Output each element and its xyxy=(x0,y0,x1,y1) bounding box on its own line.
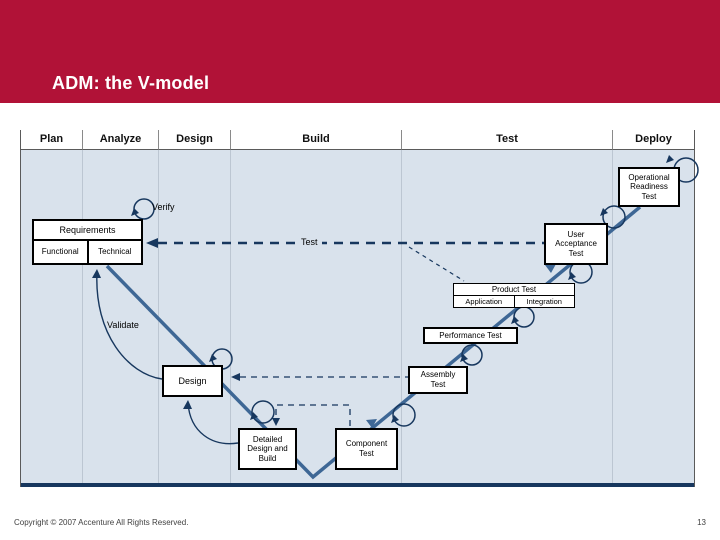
title-band: ADM: the V-model xyxy=(0,0,720,103)
validate-curve-arrow xyxy=(92,269,163,380)
column-bg-plan xyxy=(21,150,83,483)
requirements-box: Requirements Functional Technical xyxy=(32,219,143,265)
performance-test-box: Performance Test xyxy=(423,327,518,344)
product-test-cells: Application Integration xyxy=(454,295,574,307)
column-header-test: Test xyxy=(402,130,613,150)
self-loop-arrow-uat xyxy=(600,205,626,229)
detailed-design-build-box: Detailed Design and Build xyxy=(238,428,297,470)
component-test-box: Component Test xyxy=(335,428,398,470)
table-bottom-bar xyxy=(21,483,694,487)
product-test-box: Product Test Application Integration xyxy=(453,283,575,308)
self-loop-arrow-requirements xyxy=(131,198,155,220)
requirements-cells: Functional Technical xyxy=(34,239,141,263)
column-bg-design xyxy=(159,150,231,483)
component-to-detailed-dashed-arrow xyxy=(272,404,351,426)
user-acceptance-test-box: User Acceptance Test xyxy=(544,223,608,265)
validate-label: Validate xyxy=(107,320,139,330)
arrowhead-icon xyxy=(183,400,192,409)
detailed-to-design-curve-arrow xyxy=(183,400,239,445)
verify-label: Verify xyxy=(152,202,175,212)
column-header-design: Design xyxy=(159,130,231,150)
assembly-test-box: Assembly Test xyxy=(408,366,468,394)
column-header-plan: Plan xyxy=(21,130,83,150)
integration-cell: Integration xyxy=(526,297,562,306)
slide-title: ADM: the V-model xyxy=(52,73,210,93)
arrowhead-icon xyxy=(272,418,280,426)
design-box: Design xyxy=(162,365,223,397)
application-cell: Application xyxy=(454,296,515,307)
test-dashed-arrow xyxy=(146,238,544,248)
flow-arrowhead-icon xyxy=(545,264,556,273)
copyright-text: Copyright © 2007 Accenture All Rights Re… xyxy=(14,518,189,527)
arrowhead-icon xyxy=(146,238,158,248)
test-edge-label: Test xyxy=(297,236,322,248)
self-loop-arrow-assembly xyxy=(460,344,483,366)
column-bg-analyze xyxy=(83,150,159,483)
functional-cell: Functional xyxy=(34,241,89,263)
product-test-branch-dashed-line xyxy=(408,246,465,282)
technical-cell: Technical xyxy=(98,247,132,257)
self-loop-arrow-component xyxy=(391,403,416,427)
self-loop-arrow-detailed xyxy=(250,400,275,424)
page-number: 13 xyxy=(697,518,706,527)
flow-arrowhead-icon xyxy=(366,419,377,428)
operational-readiness-test-box: Operational Readiness Test xyxy=(618,167,680,207)
arrowhead-icon xyxy=(92,269,101,278)
requirements-title: Requirements xyxy=(59,224,116,235)
column-header-analyze: Analyze xyxy=(83,130,159,150)
product-test-title: Product Test xyxy=(491,284,537,294)
arrowhead-icon xyxy=(231,373,240,381)
assembly-to-design-dashed-arrow xyxy=(231,373,408,381)
column-header-build: Build xyxy=(231,130,402,150)
column-header-deploy: Deploy xyxy=(613,130,694,150)
